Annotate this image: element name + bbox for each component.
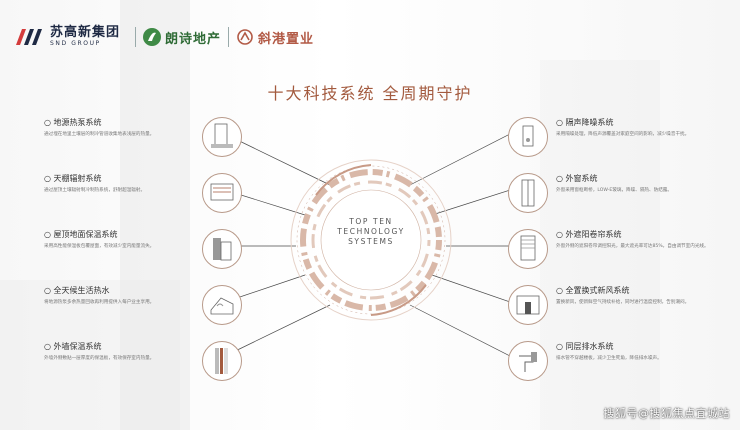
background-pillar — [120, 0, 190, 430]
feature-title: ○ 外墙保温系统 — [44, 342, 102, 351]
connector-line — [224, 304, 331, 357]
noise-reduction-icon — [508, 117, 548, 157]
xiegang-logo-icon — [236, 28, 254, 46]
feature-title: ○ 天棚辐射系统 — [44, 174, 102, 183]
center-line-3: SYSTEMS — [348, 237, 394, 246]
landsea-logo-icon — [143, 28, 162, 46]
feature-title: ○ 全天候生活热水 — [44, 286, 110, 295]
connector-line — [409, 304, 511, 357]
feature-item-roof-insulation: ○ 屋顶地面保温系统采用高性能保温板包覆屋面，有效减少室内能量流失。 — [44, 229, 242, 269]
window-icon — [508, 173, 548, 213]
feature-item-fresh-air: ○ 全置换式新风系统置换新风，使新鲜空气持续补给，同时进行温度控制，告别潮闷。 — [508, 285, 716, 325]
header: 苏高新集团 SND GROUP 朗诗地产 斜港置业 — [14, 22, 314, 52]
feature-item-hot-water: ○ 全天候生活热水将地源热泵多余热量回收再利用提供入每户业主享用。 — [44, 285, 242, 325]
center-line-1: TOP TEN — [349, 217, 393, 226]
feature-item-drainage: ○ 同层排水系统排水管不穿越楼板，减少卫生死角，降低排水噪声。 — [508, 341, 716, 381]
page-title: 十大科技系统 全周期守护 — [267, 84, 473, 103]
feature-item-heat-pump: ○ 地源热泵系统通过埋在地里土壤层的制冷管道收集地表浅层的热量。 — [44, 117, 242, 157]
feature-desc: 将地源热泵多余热量回收再利用提供入每户业主享用。 — [44, 300, 155, 305]
center-line-2: TECHNOLOGY — [337, 227, 405, 236]
wall-insulation-icon — [202, 341, 242, 381]
feature-title: ○ 同层排水系统 — [556, 342, 614, 351]
feature-desc: 外窗外侧的遮阳卷帘调控阳光，最大遮光率可达85%，自由调节室内光线。 — [556, 244, 709, 249]
center-label: TOP TEN TECHNOLOGY SYSTEMS — [286, 217, 456, 247]
feature-desc: 排水管不穿越楼板，减少卫生死角，降低排水噪声。 — [556, 356, 662, 361]
ceiling-radiation-icon — [202, 173, 242, 213]
feature-item-window: ○ 外窗系统外窗采用窗框断桥，LOW-E玻璃，降噪、隔热、防结露。 — [508, 173, 716, 213]
feature-desc: 通过埋在地里土壤层的制冷管道收集地表浅层的热量。 — [44, 132, 155, 137]
roof-insulation-icon — [202, 229, 242, 269]
brand-xiegang: 斜港置业 — [258, 31, 315, 47]
heat-pump-icon — [202, 117, 242, 157]
divider — [228, 27, 230, 47]
feature-desc: 采用高性能保温板包覆屋面，有效减少室内能量流失。 — [44, 244, 155, 249]
feature-title: ○ 屋顶地面保温系统 — [44, 230, 118, 239]
tech-ring-icon — [290, 159, 452, 321]
background-pillar — [0, 280, 180, 430]
feature-title: ○ 地源热泵系统 — [44, 118, 102, 127]
feature-desc: 外墙外侧敷贴一层厚度的保温板，有效保存室内热量。 — [44, 356, 155, 361]
feature-desc: 采用隔噪处理，降低声源覆盖对家庭空间的影响，减少噪音干扰。 — [556, 132, 690, 137]
brand-snd-en: SND GROUP — [50, 40, 101, 47]
hot-water-icon — [202, 285, 242, 325]
feature-item-wall-insulation: ○ 外墙保温系统外墙外侧敷贴一层厚度的保温板，有效保存室内热量。 — [44, 341, 242, 381]
feature-desc: 通过屋顶土壤辐射制冷制热系统，舒耐超温辐射。 — [44, 188, 146, 193]
feature-desc: 外窗采用窗框断桥，LOW-E玻璃，降噪、隔热、防结露。 — [556, 188, 672, 193]
feature-title: ○ 全置换式新风系统 — [556, 286, 630, 295]
fresh-air-icon — [508, 285, 548, 325]
brand-landsea: 朗诗地产 — [165, 31, 222, 47]
divider — [135, 27, 137, 47]
brand-snd-cn: 苏高新集团 — [50, 25, 121, 40]
sunshade-icon — [508, 229, 548, 269]
feature-item-sunshade: ○ 外遮阳卷帘系统外窗外侧的遮阳卷帘调控阳光，最大遮光率可达85%，自由调节室内… — [508, 229, 716, 269]
feature-title: ○ 外遮阳卷帘系统 — [556, 230, 622, 239]
feature-item-noise-reduction: ○ 隔声降噪系统采用隔噪处理，降低声源覆盖对家庭空间的影响，减少噪音干扰。 — [508, 117, 716, 157]
background-pillar — [540, 60, 660, 430]
connector-line — [224, 133, 331, 186]
connector-line — [409, 133, 511, 186]
drainage-icon — [508, 341, 548, 381]
connector-line — [431, 274, 511, 303]
watermark: 搜狐号@搜狐焦点宜城站 — [603, 407, 730, 420]
brand-snd: 苏高新集团 SND GROUP — [50, 26, 120, 48]
feature-title: ○ 隔声降噪系统 — [556, 118, 614, 127]
feature-title: ○ 外窗系统 — [556, 174, 598, 183]
feature-item-ceiling-radiation: ○ 天棚辐射系统通过屋顶土壤辐射制冷制热系统，舒耐超温辐射。 — [44, 173, 242, 213]
center-emblem: TOP TEN TECHNOLOGY SYSTEMS — [286, 155, 456, 325]
feature-desc: 置换新风，使新鲜空气持续补给，同时进行温度控制，告别潮闷。 — [556, 300, 690, 305]
snd-logo-icon — [14, 27, 44, 47]
